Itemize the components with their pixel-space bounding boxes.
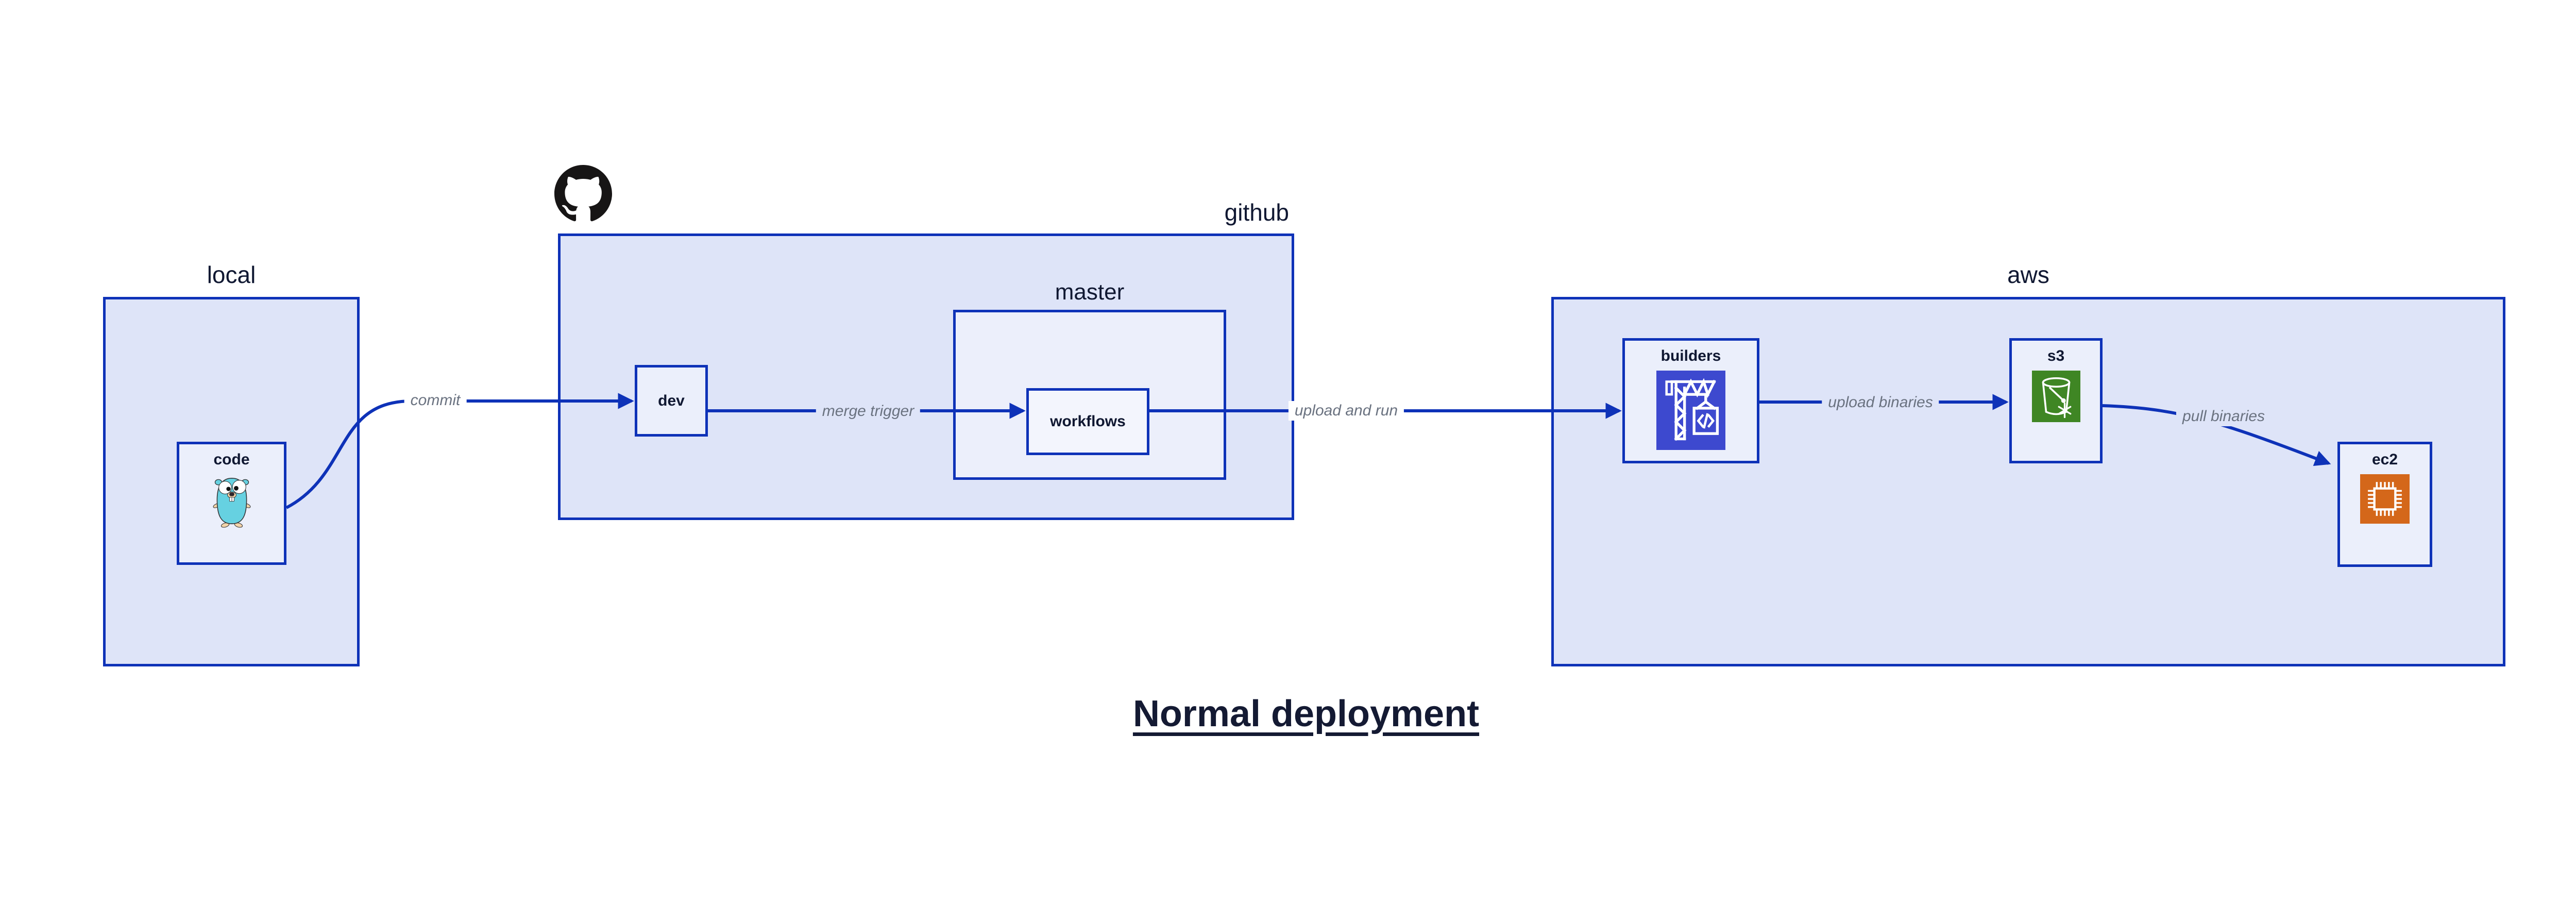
node-label-code: code: [213, 451, 250, 468]
edge-label-commit: commit: [404, 391, 467, 410]
edge-label-upload-and-run: upload and run: [1288, 401, 1404, 421]
container-label-github: github: [1224, 199, 1289, 226]
container-label-master: master: [1055, 279, 1125, 305]
diagram-title: Normal deployment: [1132, 693, 1480, 734]
ec2-chip-icon: [2360, 474, 2410, 524]
node-label-workflows: workflows: [1050, 413, 1126, 430]
edge-label-merge-trigger: merge trigger: [816, 402, 921, 421]
node-code: code: [177, 442, 286, 565]
github-logo-icon: [554, 165, 612, 223]
s3-glacier-bucket-icon: [2031, 371, 2080, 422]
node-label-dev: dev: [658, 392, 685, 409]
node-builders: builders: [1622, 338, 1759, 463]
node-label-s3: s3: [2047, 347, 2065, 364]
node-ec2: ec2: [2337, 442, 2432, 567]
edge-commit: [285, 393, 634, 509]
node-s3: s3: [2009, 338, 2103, 463]
node-label-ec2: ec2: [2371, 451, 2398, 468]
codebuild-crane-icon: [1656, 371, 1725, 450]
edge-label-upload-binaries: upload binaries: [1822, 393, 1939, 412]
node-workflows: workflows: [1026, 388, 1149, 455]
go-gopher-icon: [212, 474, 252, 528]
container-label-local: local: [207, 261, 256, 288]
node-dev: dev: [635, 365, 708, 437]
container-label-aws: aws: [2007, 261, 2049, 288]
node-label-builders: builders: [1660, 347, 1721, 364]
edge-label-pull-binaries: pull binaries: [2176, 407, 2272, 426]
